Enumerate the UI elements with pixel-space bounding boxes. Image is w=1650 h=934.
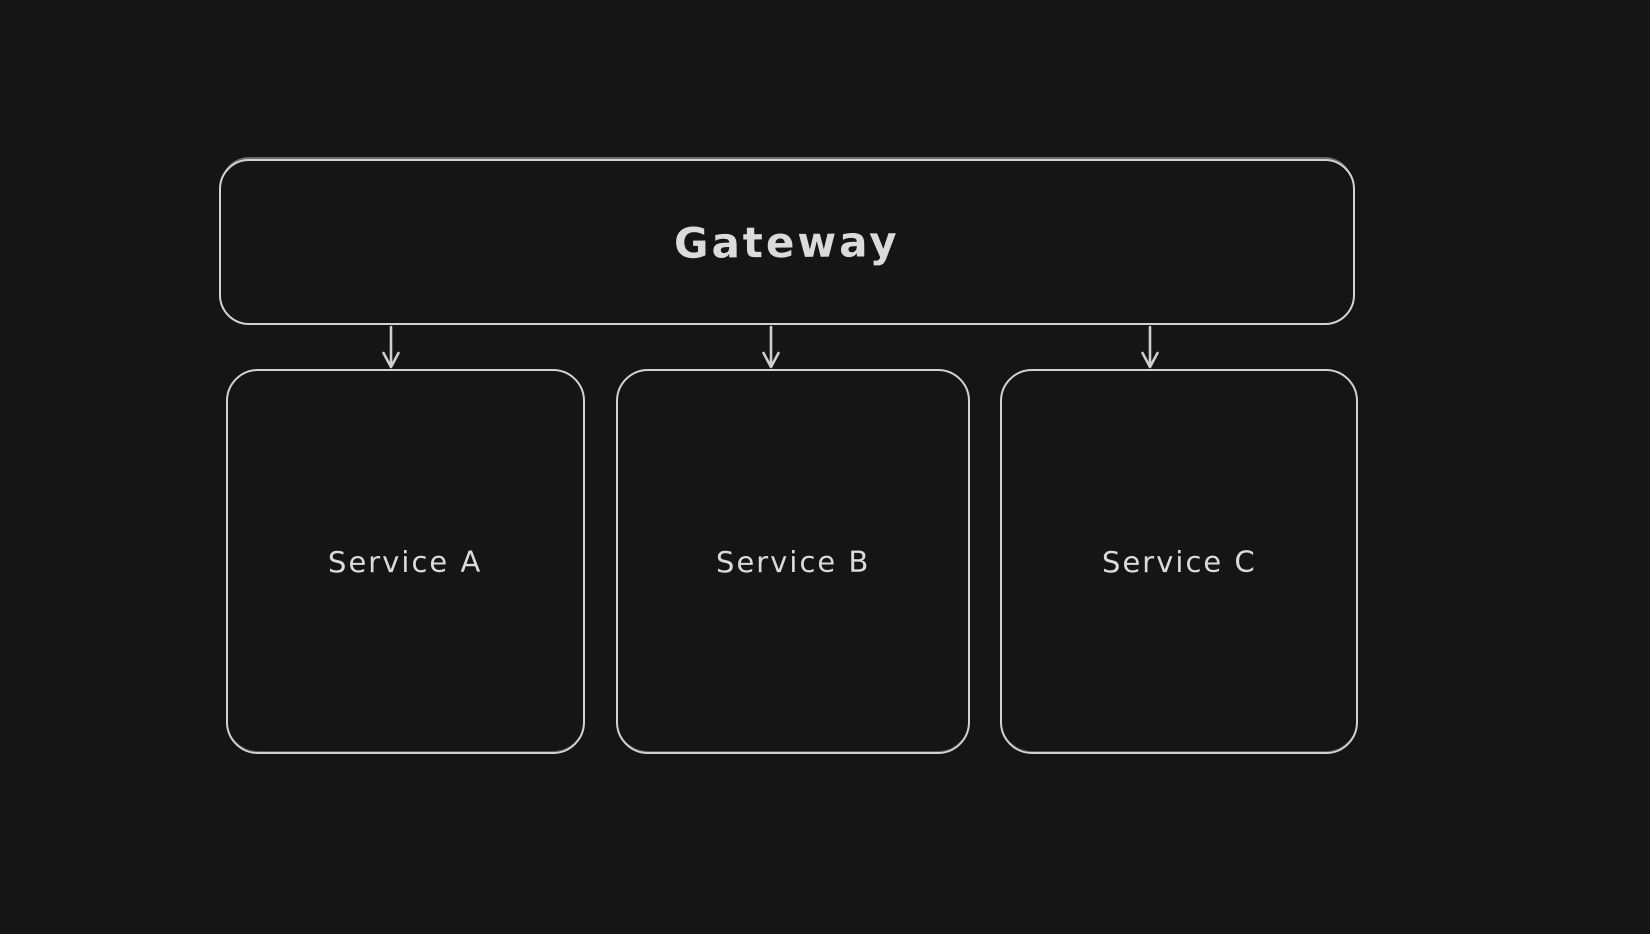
gateway-label: Gateway bbox=[674, 216, 900, 268]
arrow-head bbox=[1141, 351, 1159, 369]
arrow-head bbox=[382, 351, 400, 369]
service-b-node[interactable]: Service B bbox=[616, 369, 970, 754]
arrow-down-icon bbox=[382, 325, 400, 369]
arrow-down-icon bbox=[1141, 325, 1159, 369]
arrow-gateway-to-service-b[interactable] bbox=[749, 324, 793, 370]
arrow-gateway-to-service-a[interactable] bbox=[369, 324, 413, 370]
arrow-down-icon bbox=[762, 325, 780, 369]
service-c-label: Service C bbox=[1101, 544, 1257, 579]
gateway-node[interactable]: Gateway bbox=[219, 159, 1355, 325]
arrow-gateway-to-service-c[interactable] bbox=[1128, 324, 1172, 370]
service-b-label: Service B bbox=[715, 544, 871, 579]
arrow-head bbox=[762, 351, 780, 369]
service-c-node[interactable]: Service C bbox=[1000, 369, 1358, 754]
service-a-label: Service A bbox=[328, 544, 483, 579]
service-a-node[interactable]: Service A bbox=[226, 369, 585, 754]
